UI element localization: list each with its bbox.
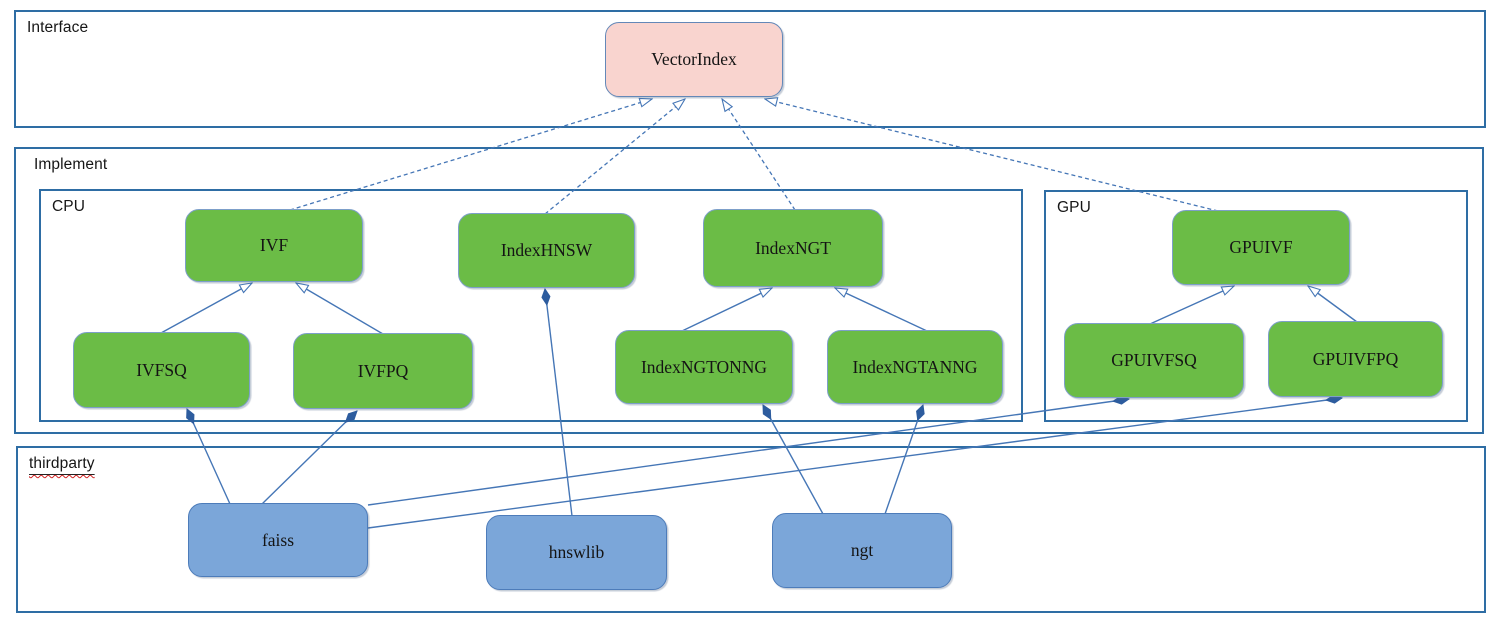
- node-indexngtonng-label: IndexNGTONNG: [640, 356, 768, 377]
- container-interface-label: Interface: [27, 19, 89, 36]
- edge-ivfsq-faiss: [187, 409, 231, 505]
- node-ivfpq[interactable]: IVFPQ: [293, 333, 473, 409]
- container-thirdparty-label: thirdparty: [29, 455, 95, 473]
- edge-indexhnsw-hnswlib: [545, 289, 573, 517]
- edge-indexhnsw-vectorindex: [544, 99, 685, 215]
- node-ivf-label: IVF: [259, 235, 289, 255]
- node-indexngt[interactable]: IndexNGT: [703, 209, 883, 287]
- node-indexngt-label: IndexNGT: [755, 237, 831, 258]
- node-faiss[interactable]: faiss: [188, 503, 368, 577]
- node-gpuivf-label: GPUIVF: [1229, 237, 1293, 257]
- node-ngt[interactable]: ngt: [772, 513, 952, 588]
- container-implement: Implement: [14, 147, 1484, 434]
- edge-indexngtanng-indexngt: [835, 288, 928, 332]
- container-cpu: CPU: [39, 189, 1023, 422]
- edge-indexngtanng-ngt: [884, 405, 923, 515]
- node-ngt-label: ngt: [850, 540, 874, 560]
- node-ivfpq-label: IVFPQ: [357, 360, 409, 381]
- node-hnswlib[interactable]: hnswlib: [486, 515, 667, 590]
- container-implement-label: Implement: [34, 156, 108, 173]
- node-vectorindex[interactable]: VectorIndex: [605, 22, 783, 97]
- edge-indexngtonng-ngt: [762, 405, 824, 515]
- edge-gpuivfsq-gpuivf: [1149, 286, 1234, 325]
- node-vectorindex-label: VectorIndex: [651, 49, 737, 69]
- node-gpuivfpq-label: GPUIVFPQ: [1312, 348, 1399, 369]
- edge-ivf-vectorindex: [289, 99, 652, 211]
- container-thirdparty: thirdparty: [16, 446, 1486, 613]
- edge-gpuivf-vectorindex: [765, 99, 1219, 212]
- node-hnswlib-label: hnswlib: [548, 542, 605, 562]
- node-ivf[interactable]: IVF: [185, 209, 363, 282]
- edge-indexngt-vectorindex: [722, 99, 796, 211]
- container-gpu-label: GPU: [1057, 199, 1091, 216]
- edge-gpuivfpq-faiss: [367, 398, 1342, 529]
- container-gpu: GPU: [1044, 190, 1468, 422]
- edge-ivfpq-faiss: [261, 411, 357, 505]
- node-indexhnsw-label: IndexHNSW: [500, 240, 593, 260]
- edge-gpuivfpq-gpuivf: [1308, 286, 1358, 323]
- node-faiss-label: faiss: [261, 529, 295, 550]
- node-indexngtonng[interactable]: IndexNGTONNG: [615, 330, 793, 404]
- container-cpu-label: CPU: [52, 198, 86, 215]
- node-indexngtanng-label: IndexNGTANNG: [852, 356, 978, 377]
- node-indexngtanng[interactable]: IndexNGTANNG: [827, 330, 1003, 404]
- node-ivfsq-label: IVFSQ: [136, 359, 187, 380]
- container-thirdparty-label-text: thirdparty: [29, 455, 95, 472]
- node-indexhnsw[interactable]: IndexHNSW: [458, 213, 635, 288]
- container-interface: Interface: [14, 10, 1486, 128]
- node-gpuivfpq[interactable]: GPUIVFPQ: [1268, 321, 1443, 397]
- node-ivfsq[interactable]: IVFSQ: [73, 332, 250, 408]
- node-gpuivfsq-label: GPUIVFSQ: [1111, 350, 1197, 370]
- node-gpuivf[interactable]: GPUIVF: [1172, 210, 1350, 285]
- edge-gpuivfsq-faiss: [367, 399, 1129, 506]
- edge-ivfpq-ivf: [296, 283, 384, 335]
- node-gpuivfsq[interactable]: GPUIVFSQ: [1064, 323, 1244, 398]
- edge-indexngtonng-indexngt: [681, 288, 772, 332]
- edge-ivfsq-ivf: [160, 283, 252, 334]
